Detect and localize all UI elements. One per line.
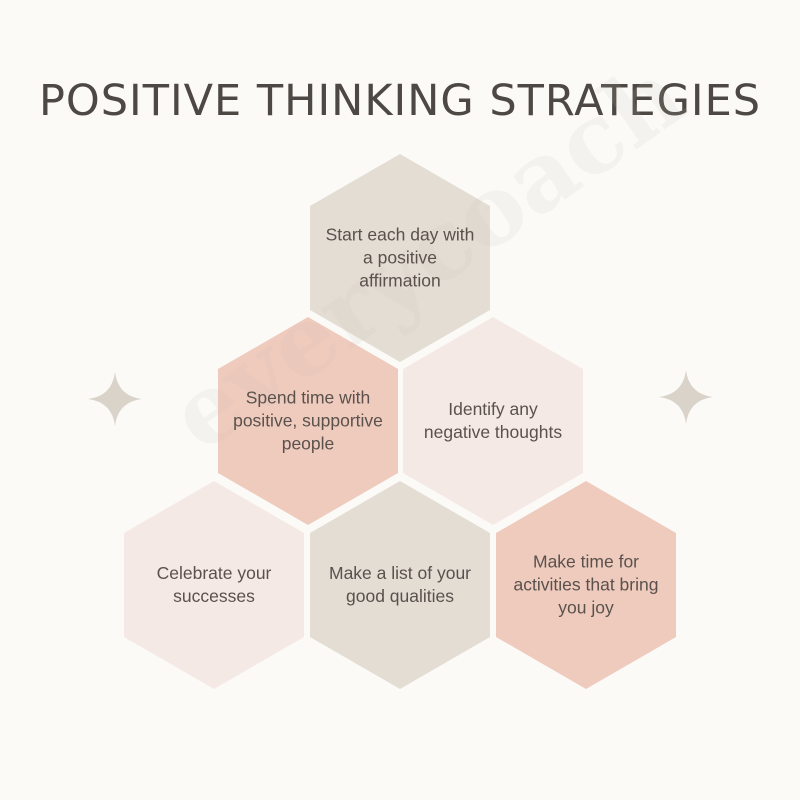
sparkle-icon [659, 370, 713, 424]
hexagon [310, 154, 490, 362]
hexagon-label: Identify any negative thoughts [423, 399, 563, 442]
hexagon-label: Celebrate your successes [156, 563, 272, 606]
hexagon [403, 317, 583, 525]
hexagon-label: Start each day with a positive affirmati… [325, 224, 475, 291]
hexagon-label: Make a list of your good qualities [329, 563, 471, 606]
hexagon-label: Make time for activities that bring you … [513, 551, 659, 618]
sparkle-icon [88, 372, 142, 426]
hexagon [310, 481, 490, 689]
hexagon [496, 481, 676, 689]
page-title: POSITIVE THINKING STRATEGIES [38, 76, 762, 126]
hexagon [218, 317, 398, 525]
hexagon [124, 481, 304, 689]
hexagon-label: Spend time with positive, supportive peo… [233, 387, 383, 454]
